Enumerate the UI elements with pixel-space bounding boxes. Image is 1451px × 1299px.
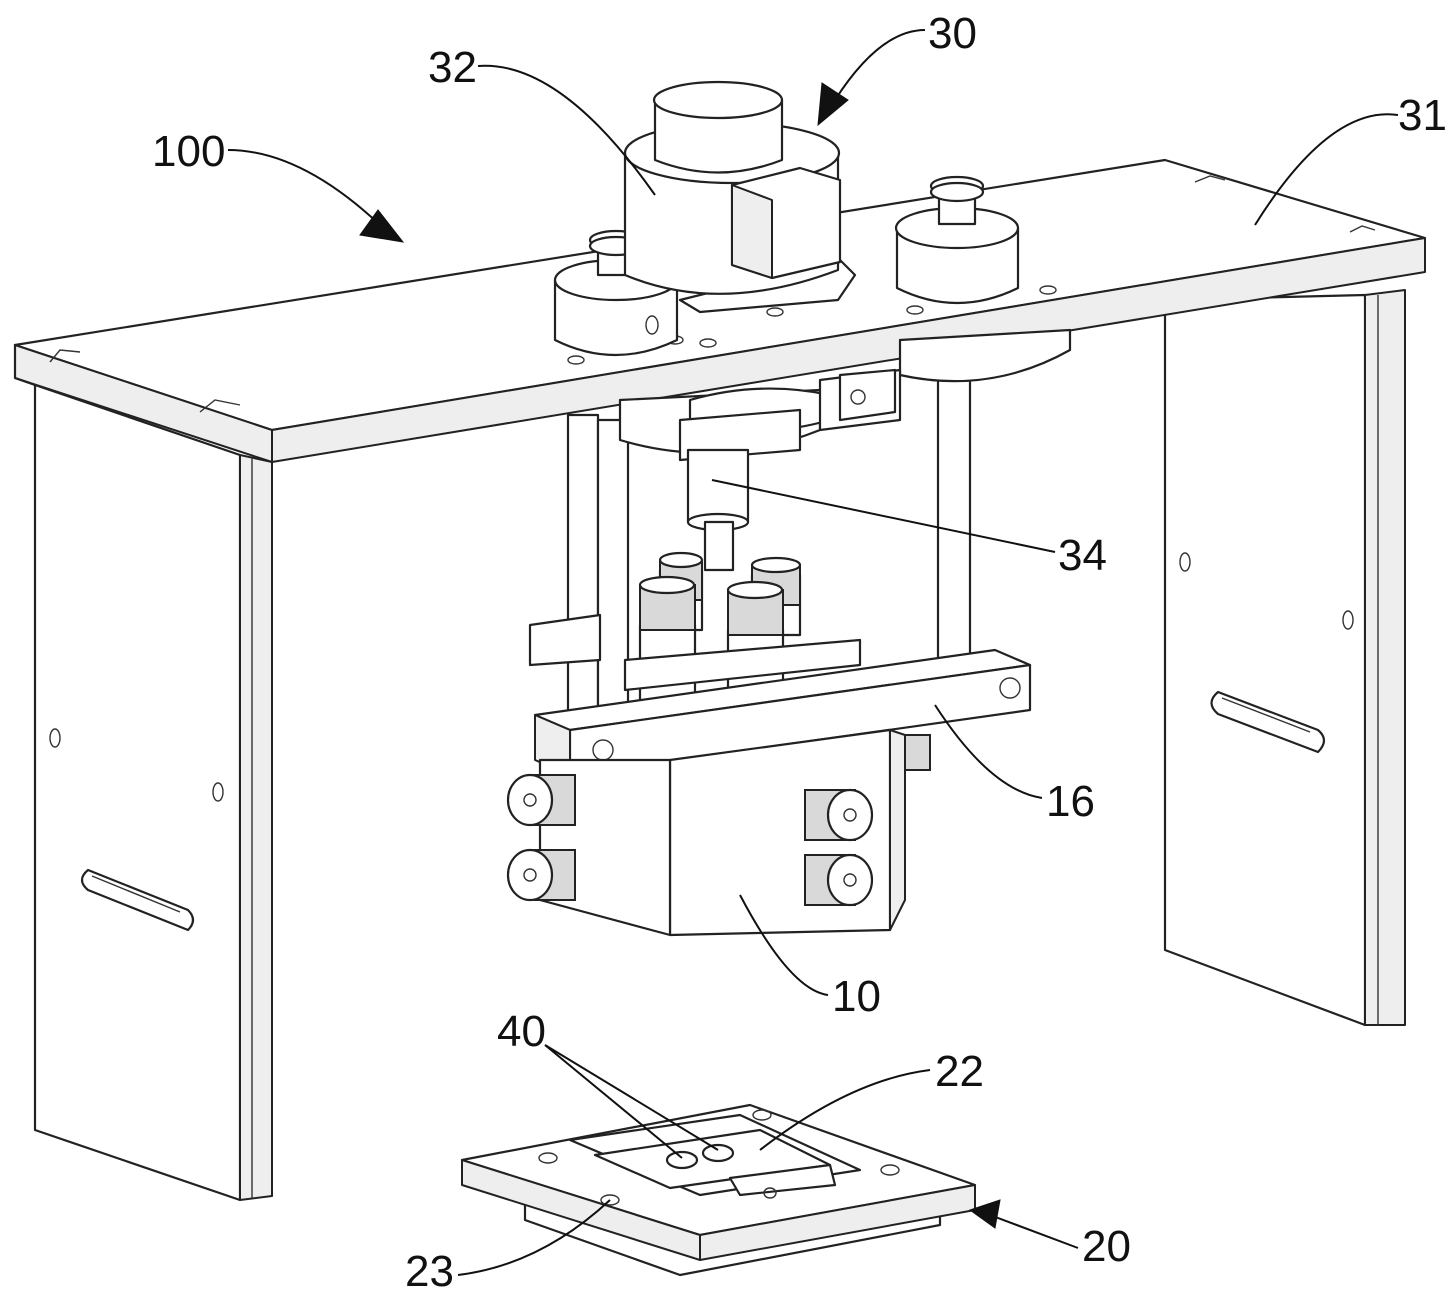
- left-adjust-knob: [553, 229, 679, 357]
- leader-lines: [227, 29, 1399, 1276]
- label-31: 31: [1398, 91, 1447, 140]
- label-40: 40: [497, 1007, 546, 1056]
- motor-assembly: [623, 80, 857, 314]
- label-10: 10: [832, 972, 881, 1021]
- left-support-leg: [33, 383, 273, 1202]
- carrier-plate: [528, 613, 862, 692]
- knob-right-upper: [804, 788, 874, 842]
- right-adjust-knob: [894, 175, 1020, 305]
- knob-right-lower: [804, 853, 874, 907]
- label-30: 30: [928, 9, 977, 58]
- block-knobs: [506, 734, 931, 907]
- knob-left-lower: [506, 848, 576, 902]
- label-16: 16: [1046, 777, 1095, 826]
- base-fixture: [460, 1103, 977, 1277]
- label-23: 23: [405, 1247, 454, 1296]
- right-support-leg: [1163, 289, 1406, 1027]
- label-34: 34: [1058, 531, 1107, 580]
- label-32: 32: [428, 43, 477, 92]
- under-plate-hub: [618, 328, 1072, 462]
- label-100: 100: [152, 127, 226, 176]
- label-22: 22: [935, 1047, 984, 1096]
- label-20: 20: [1082, 1222, 1131, 1271]
- spindle: [686, 448, 750, 572]
- knob-left-upper: [506, 773, 576, 827]
